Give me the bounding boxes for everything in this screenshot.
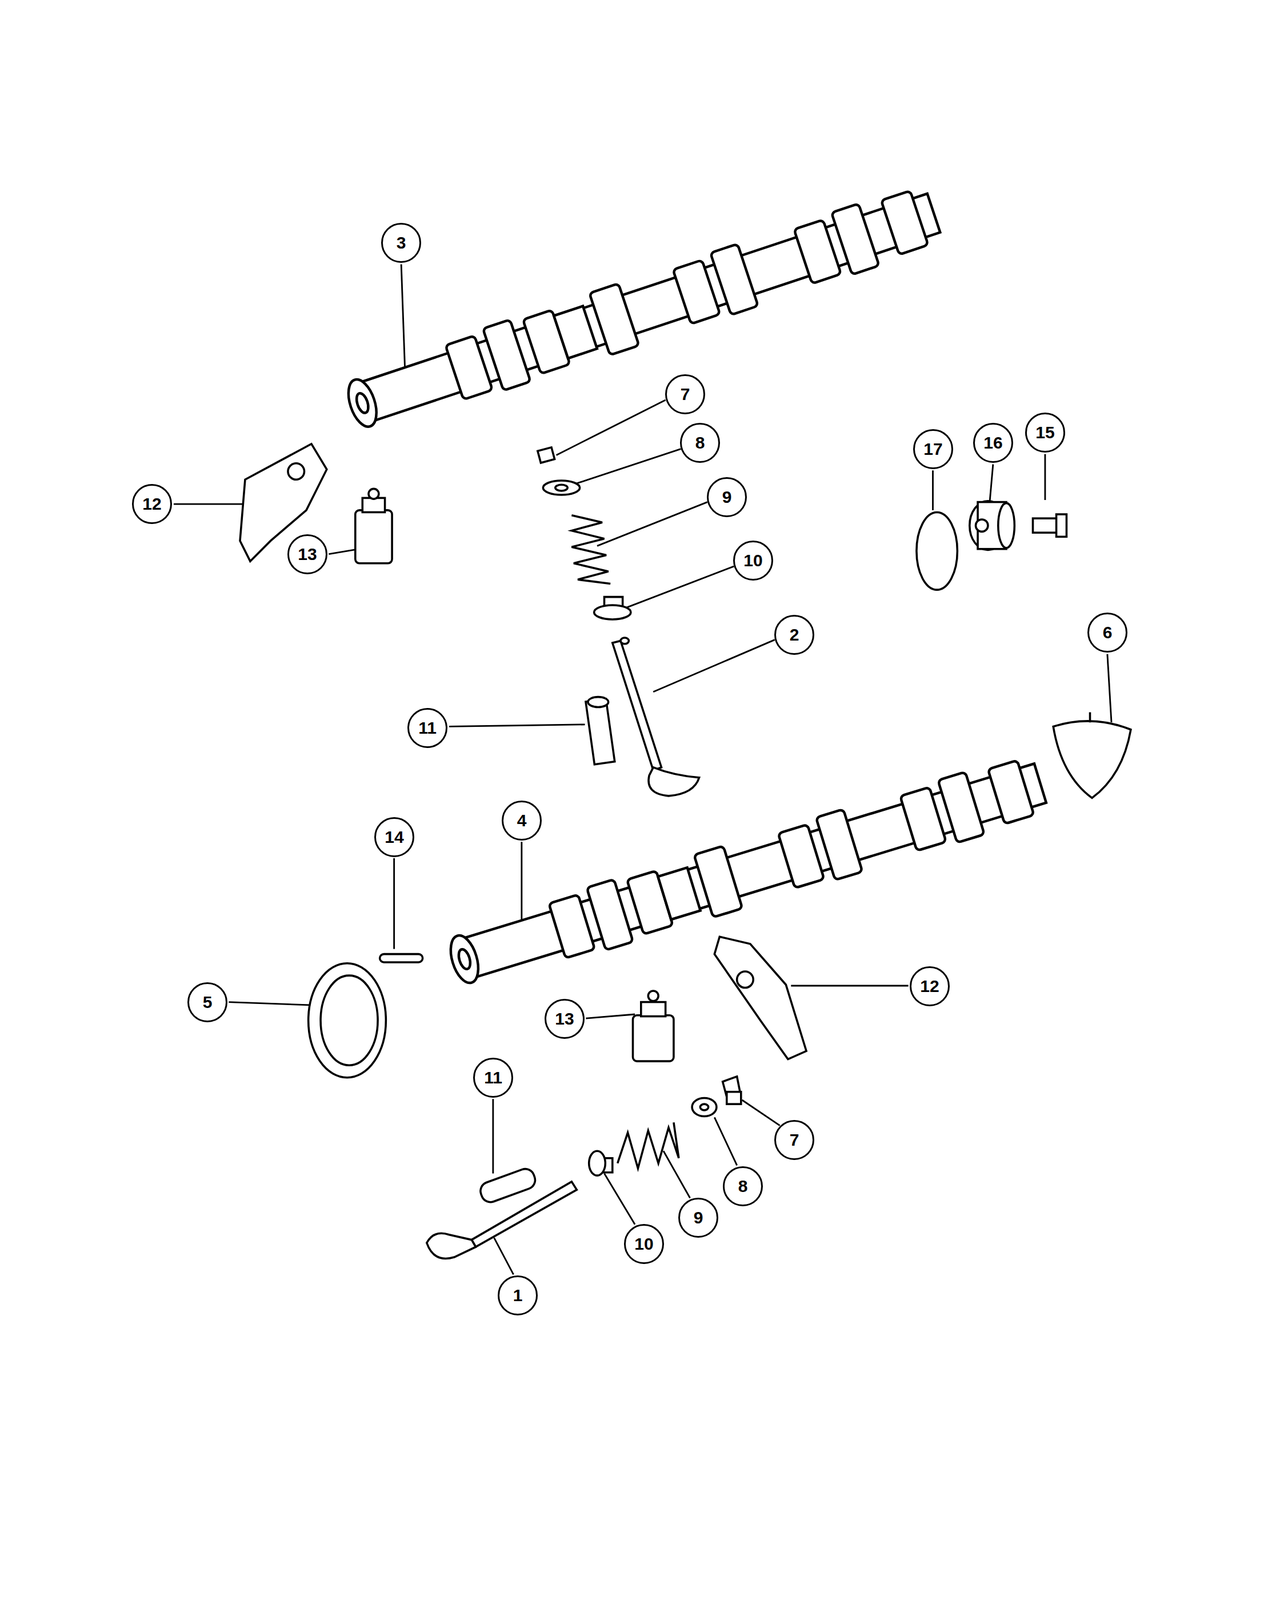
callout-circle: 12 <box>909 966 950 1007</box>
callout-number: 13 <box>297 545 317 563</box>
callout-number: 5 <box>202 993 213 1011</box>
callout-circle: 16 <box>973 422 1014 463</box>
callout-circle: 17 <box>913 429 954 470</box>
callout-circle: 4 <box>501 800 542 841</box>
callout-circle: 3 <box>381 222 422 263</box>
rocker-arms <box>240 444 807 1060</box>
callout-circle: 15 <box>1025 412 1066 453</box>
callout-number: 11 <box>418 719 437 737</box>
callout-number: 14 <box>384 828 404 846</box>
callout-circle: 7 <box>774 1120 815 1160</box>
callout-circle: 11 <box>473 1057 514 1098</box>
callout-number: 8 <box>738 1177 748 1195</box>
callout-circle: 8 <box>680 422 720 463</box>
callout-circle: 5 <box>187 982 228 1023</box>
callout-circle: 9 <box>678 1197 719 1238</box>
callout-circle: 2 <box>774 614 815 655</box>
lifters <box>355 488 674 1062</box>
callout-circle: 10 <box>733 540 774 581</box>
callout-number: 10 <box>743 552 763 570</box>
callout-number: 12 <box>142 495 162 513</box>
callout-number: 6 <box>1102 624 1113 642</box>
callout-circle: 10 <box>624 1224 664 1264</box>
camshaft <box>340 182 944 439</box>
callout-number: 12 <box>920 977 939 995</box>
callout-number: 9 <box>693 1209 704 1227</box>
callout-circle: 14 <box>374 817 415 858</box>
callout-number: 3 <box>396 234 407 252</box>
callout-circle: 13 <box>544 998 585 1039</box>
callout-number: 4 <box>517 812 527 830</box>
callout-circle: 12 <box>132 484 172 524</box>
sprocket-hardware <box>916 501 1067 590</box>
callout-number: 17 <box>923 440 943 458</box>
valve-parts <box>426 1076 742 1259</box>
leader-lines <box>173 264 1112 1275</box>
callout-number: 13 <box>554 1010 574 1028</box>
misc-parts <box>308 712 1131 1078</box>
callout-circle: 9 <box>706 477 747 518</box>
callout-number: 9 <box>722 488 732 506</box>
callout-circle: 13 <box>287 534 328 575</box>
callout-number: 7 <box>680 385 691 403</box>
callout-circle: 7 <box>665 374 706 415</box>
callout-number: 2 <box>789 626 800 644</box>
callout-number: 1 <box>513 1286 523 1304</box>
callout-circle: 1 <box>497 1275 538 1316</box>
callout-number: 15 <box>1035 424 1055 442</box>
callout-number: 11 <box>484 1069 503 1087</box>
callout-number: 10 <box>634 1235 654 1253</box>
callout-circle: 8 <box>722 1166 763 1207</box>
callout-number: 16 <box>983 434 1003 452</box>
callout-circle: 6 <box>1087 612 1128 653</box>
valve-parts <box>537 447 700 796</box>
callout-circle: 11 <box>407 708 448 748</box>
callout-number: 8 <box>695 434 706 452</box>
callout-number: 7 <box>789 1131 800 1149</box>
